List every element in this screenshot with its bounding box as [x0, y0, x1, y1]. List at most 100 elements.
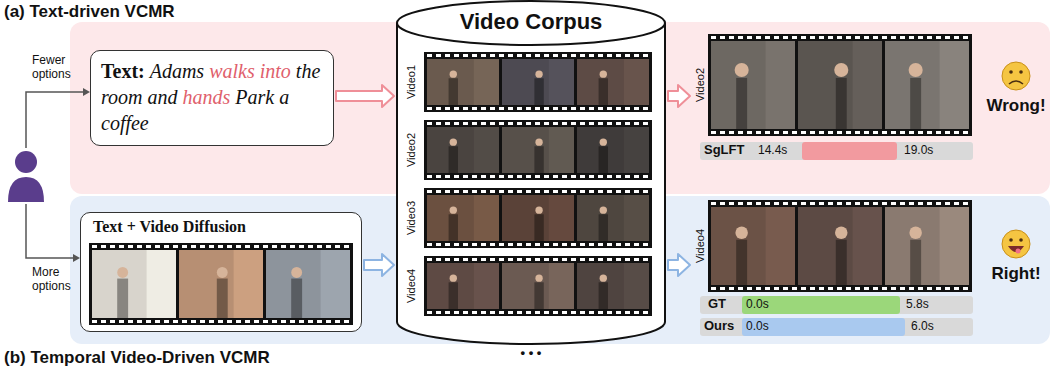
video-frame	[266, 250, 350, 318]
sprocket-hole	[846, 36, 851, 39]
sprocket-hole	[128, 245, 133, 248]
sprocket-hole	[499, 107, 504, 110]
sprocket-hole	[499, 122, 504, 125]
video-label: Video2	[694, 68, 707, 102]
sprocket-hole	[765, 202, 770, 205]
person-head	[217, 267, 228, 278]
person-head	[735, 227, 747, 239]
user-head	[15, 151, 37, 173]
sprocket-hole	[553, 107, 558, 110]
sprocket-hole	[308, 320, 313, 323]
sprocket-hole	[738, 36, 743, 39]
sprocket-hole	[562, 243, 567, 246]
person-head	[450, 275, 457, 282]
sprocket-hole	[765, 131, 770, 134]
sprocket-hole	[499, 190, 504, 193]
sprocket-hole	[101, 320, 106, 323]
sprocket-hole	[819, 287, 824, 290]
sprocket-hole	[236, 320, 241, 323]
sprocket-hole	[598, 243, 603, 246]
person-figure	[736, 78, 747, 129]
frame-shade	[147, 250, 176, 318]
person-figure	[534, 78, 543, 105]
sprocket-hole	[625, 190, 630, 193]
sprocket-hole	[436, 243, 441, 246]
branch-label: Fewer options	[32, 54, 78, 82]
section-title: (a) Text-driven VCMR	[4, 2, 175, 22]
sprocket-hole	[164, 245, 169, 248]
sprocket-hole	[526, 190, 531, 193]
sprocket-hole	[182, 320, 187, 323]
sprocket-hole	[562, 190, 567, 193]
sprocket-hole	[643, 258, 648, 261]
sprocket-hole	[119, 245, 124, 248]
frame-shade	[624, 195, 649, 241]
sprocket-hole	[607, 54, 612, 57]
sprocket-hole	[146, 245, 151, 248]
sprocket-hole	[580, 311, 585, 314]
sprocket-hole	[481, 243, 486, 246]
sprocket-hole	[454, 311, 459, 314]
sprocket-hole	[281, 245, 286, 248]
sprocket-hole	[110, 245, 115, 248]
sprocket-hole	[747, 131, 752, 134]
branch-head	[73, 254, 80, 262]
film-strip	[424, 120, 652, 180]
sprocket-hole	[245, 245, 250, 248]
sprocket-hole	[625, 311, 630, 314]
sprocket-hole	[837, 36, 842, 39]
sprocket-hole	[580, 175, 585, 178]
person-head	[535, 207, 542, 214]
sprocket-hole	[783, 287, 788, 290]
person-figure	[910, 240, 921, 285]
sprocket-hole	[436, 258, 441, 261]
sprocket-hole	[544, 175, 549, 178]
person-figure	[217, 279, 228, 318]
sprocket-hole	[927, 131, 932, 134]
person-figure	[449, 282, 458, 309]
sprocket-hole	[571, 243, 576, 246]
sprocket-hole	[499, 258, 504, 261]
video-frame	[502, 263, 574, 309]
sprocket-hole	[729, 287, 734, 290]
sprocket-hole	[909, 202, 914, 205]
frame-shade	[321, 250, 350, 318]
sprocket-hole	[945, 287, 950, 290]
sprocket-hole	[634, 258, 639, 261]
result-panel: Video4GT0.0s5.8sOurs0.0s6.0s	[692, 198, 975, 338]
person-head	[600, 139, 607, 146]
sprocket-hole	[625, 54, 630, 57]
sprocket-hole	[445, 243, 450, 246]
sprocket-hole	[873, 287, 878, 290]
sprocket-hole	[598, 54, 603, 57]
sprocket-hole	[607, 311, 612, 314]
person-head	[450, 71, 457, 78]
sprocket-hole	[427, 107, 432, 110]
verdict-label: Right!	[984, 264, 1048, 284]
sprocket-hole	[427, 54, 432, 57]
sprocket-hole	[810, 36, 815, 39]
sprocket-hole	[900, 36, 905, 39]
sprocket-hole	[936, 36, 941, 39]
sprocket-hole	[481, 54, 486, 57]
sprocket-hole	[607, 107, 612, 110]
sprocket-hole	[801, 202, 806, 205]
video-frame	[577, 263, 649, 309]
sprocket-hole	[290, 320, 295, 323]
sprocket-hole	[882, 36, 887, 39]
person-figure	[736, 240, 747, 285]
sprocket-hole	[729, 202, 734, 205]
sprocket-hole	[756, 131, 761, 134]
sprocket-hole	[517, 107, 522, 110]
sprocket-hole	[756, 36, 761, 39]
sprocket-hole	[801, 287, 806, 290]
emoji-tongue	[1016, 249, 1021, 254]
sprocket-hole	[553, 311, 558, 314]
sprocket-hole	[517, 243, 522, 246]
sprocket-hole	[508, 122, 513, 125]
timeline-bar	[700, 296, 973, 314]
person-figure	[599, 146, 608, 173]
sprocket-hole	[598, 122, 603, 125]
sprocket-hole	[535, 107, 540, 110]
sprocket-hole	[873, 36, 878, 39]
